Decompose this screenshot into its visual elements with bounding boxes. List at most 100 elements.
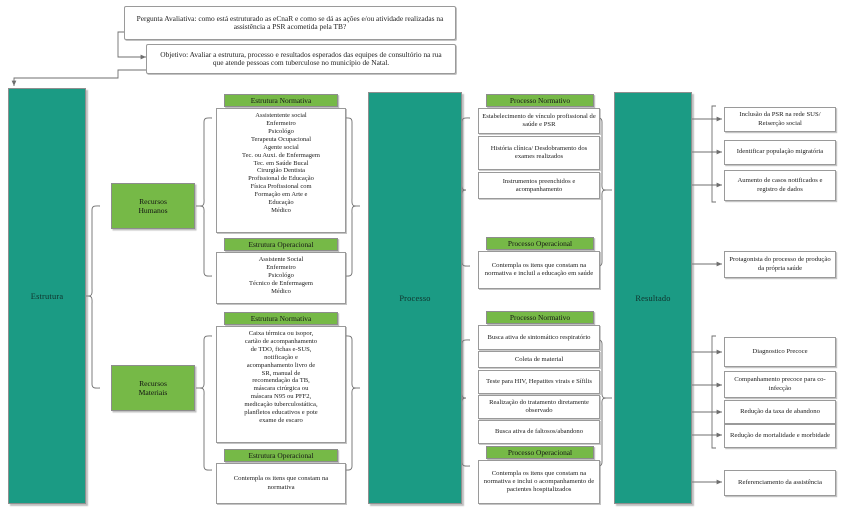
header-estrutura-normativa-rh: Estrutura Normativa [224,94,338,107]
item-processo-normativo-1-0: Estabelecimento de vínculo profissional … [478,108,600,134]
result-box-g3-3: Redução de mortalidade e morbidade [724,424,836,448]
result-text: Referenciamento da assistência [738,478,822,486]
list-item: Tec. ou Auxi. de Enfermagem [242,151,320,159]
objective-text: Objetivo: Avaliar a estrutura, processo … [160,49,442,67]
list-item: Cirurgião Dentista [256,167,306,175]
estrutura-operacional-rm-text: Contempla os itens que constam na normat… [233,475,329,491]
processo-operacional-2-text: Contempla os itens que constam na normat… [483,469,595,494]
result-text: Protagonista do processo de produção da … [729,256,831,272]
item-processo-normativo-2-0: Busca ativa de sintomático respiratório [478,325,600,350]
list-item: exame de escaro [259,416,303,424]
item-text: Coleta de material [514,355,564,363]
header-estrutura-normativa-rh-text: Estrutura Normativa [250,96,312,105]
recursos-materiais-line2: Materiais [138,388,168,397]
list-item: Assistente Social [258,256,304,263]
node-recursos-materiais[interactable]: Recursos Materiais [111,365,195,411]
pillar-processo-label: Processo [399,293,431,303]
list-item: Enfermeiro [266,119,296,127]
result-text: Redução de mortalidade e morbidade [730,431,830,439]
result-text: Identificar população migratória [736,148,824,156]
list-item: recomendação da TB, [252,377,310,385]
result-text: Aumento de casos notificados e registro … [737,177,823,193]
item-processo-normativo-2-1: Coleta de material [478,351,600,368]
node-recursos-humanos[interactable]: Recursos Humanos [111,183,195,229]
result-box-g4-0: Referenciamento da assistência [724,470,836,496]
list-item: de TDO, fichas e-SUS, [250,345,312,353]
list-item: Enfermeiro [266,263,296,271]
pillar-estrutura-label: Estrutura [30,291,64,301]
list-item: Psicológo [268,271,294,279]
item-text: História clínica/ Desdobramento dos exam… [490,145,588,160]
objective-box: Objetivo: Avaliar a estrutura, processo … [146,44,456,74]
recursos-humanos-line1: Recursos [139,196,167,206]
box-processo-operacional-2: Contempla os itens que constam na normat… [478,460,600,504]
recursos-humanos-line2: Humanos [138,206,168,215]
result-text: Redução da taxa de abandono [740,407,820,415]
list-item: Agente social [263,143,299,151]
list-item: Psicológo [268,127,294,135]
item-processo-normativo-1-1: História clínica/ Desdobramento dos exam… [478,136,600,170]
list-item: Tec. em Saúde Bucal [253,159,309,167]
list-item: Terapeuta Ocupacional [251,135,311,143]
item-text: Realização do tratamento diretamente obs… [489,399,589,414]
pillar-processo[interactable]: Processo [368,92,462,504]
header-processo-normativo-1-text: Processo Normativo [509,96,571,105]
list-item: Educação [268,199,294,207]
list-item: máscara cirúrgica ou [253,385,309,393]
result-box-g1-1: Identificar população migratória [724,140,836,165]
list-item: notificação e [264,353,298,361]
header-processo-operacional-2-text: Processo Operacional [507,448,573,457]
header-processo-normativo-1: Processo Normativo [486,94,594,107]
evaluative-question-text: Pergunta Avaliativa: como está estrutura… [136,13,444,31]
list-item: Médico [271,287,291,295]
list-item: cartão de acompanhamento [244,337,318,345]
box-processo-operacional-1: Contempla os itens que constam na normat… [478,251,600,289]
item-text: Instrumentos preenchidos e acompanhament… [502,177,576,193]
list-item: máscara N95 ou PFF2, [250,393,312,401]
item-text: Teste para HIV, Hepatites virais e Sífil… [486,378,592,386]
header-estrutura-normativa-rm-text: Estrutura Normativa [250,314,312,323]
list-item: medicação tuberculostática, [244,401,318,409]
result-text: Diagnostico Precoce [752,347,808,355]
result-text: Companhamento precoce para co-infecção [734,376,826,392]
header-processo-normativo-2: Processo Normativo [486,311,594,324]
list-item: Assistentente social [255,112,307,119]
list-item: Médico [271,207,291,215]
item-processo-normativo-2-3: Realização do tratamento diretamente obs… [478,395,600,419]
result-text: Inclusão da PSR na rede SUS/ Reiserção s… [739,111,821,127]
list-item: Física Profissional com [250,183,312,191]
result-box-g2-0: Protagonista do processo de produção da … [724,251,836,278]
list-item: Técnico de Enfermagem [249,279,313,287]
header-estrutura-operacional-rm-text: Estrutura Operacional [248,451,314,460]
result-box-g1-0: Inclusão da PSR na rede SUS/ Reiserção s… [724,107,836,132]
recursos-materiais-line1: Recursos [139,378,167,388]
header-processo-operacional-2: Processo Operacional [486,446,594,459]
processo-operacional-1-text: Contempla os itens que constam na normat… [484,261,594,277]
item-processo-normativo-2-4: Busca ativa de faltosos/abandono [478,420,600,444]
header-estrutura-normativa-rm: Estrutura Normativa [224,312,338,325]
item-text: Estabelecimento de vínculo profissional … [482,113,596,128]
list-estrutura-normativa-rm: Caixa térmica ou isopor, cartão de acomp… [216,326,346,443]
pillar-estrutura[interactable]: Estrutura [8,88,86,504]
list-item: Formação em Arte e [254,191,308,199]
item-processo-normativo-2-2: Teste para HIV, Hepatites virais e Sífil… [478,370,600,394]
header-processo-operacional-1-text: Processo Operacional [507,239,573,248]
list-item: acompanhamento livro de [246,361,316,369]
list-item: planfletos educativos e pote [244,409,318,417]
list-item: Caixa térmica ou isopor, [248,330,314,337]
header-processo-normativo-2-text: Processo Normativo [509,313,571,322]
pillar-resultado-label: Resultado [635,293,671,303]
pillar-resultado[interactable]: Resultado [614,92,692,504]
result-box-g3-0: Diagnostico Precoce [724,337,836,367]
list-estrutura-normativa-rh: Assistentente social Enfermeiro Psicológ… [216,108,346,233]
header-processo-operacional-1: Processo Operacional [486,237,594,250]
result-box-g3-1: Companhamento precoce para co-infecção [724,371,836,398]
evaluative-question-box: Pergunta Avaliativa: como está estrutura… [124,6,456,40]
result-box-g1-2: Aumento de casos notificados e registro … [724,170,836,201]
list-estrutura-operacional-rh: Assistente Social Enfermeiro Psicológo T… [216,252,346,304]
list-item: Profissional de Educação [248,175,314,183]
header-estrutura-operacional-rm: Estrutura Operacional [224,449,338,462]
header-estrutura-operacional-rh-text: Estrutura Operacional [248,240,314,249]
item-text: Busca ativa de faltosos/abandono [494,428,584,436]
